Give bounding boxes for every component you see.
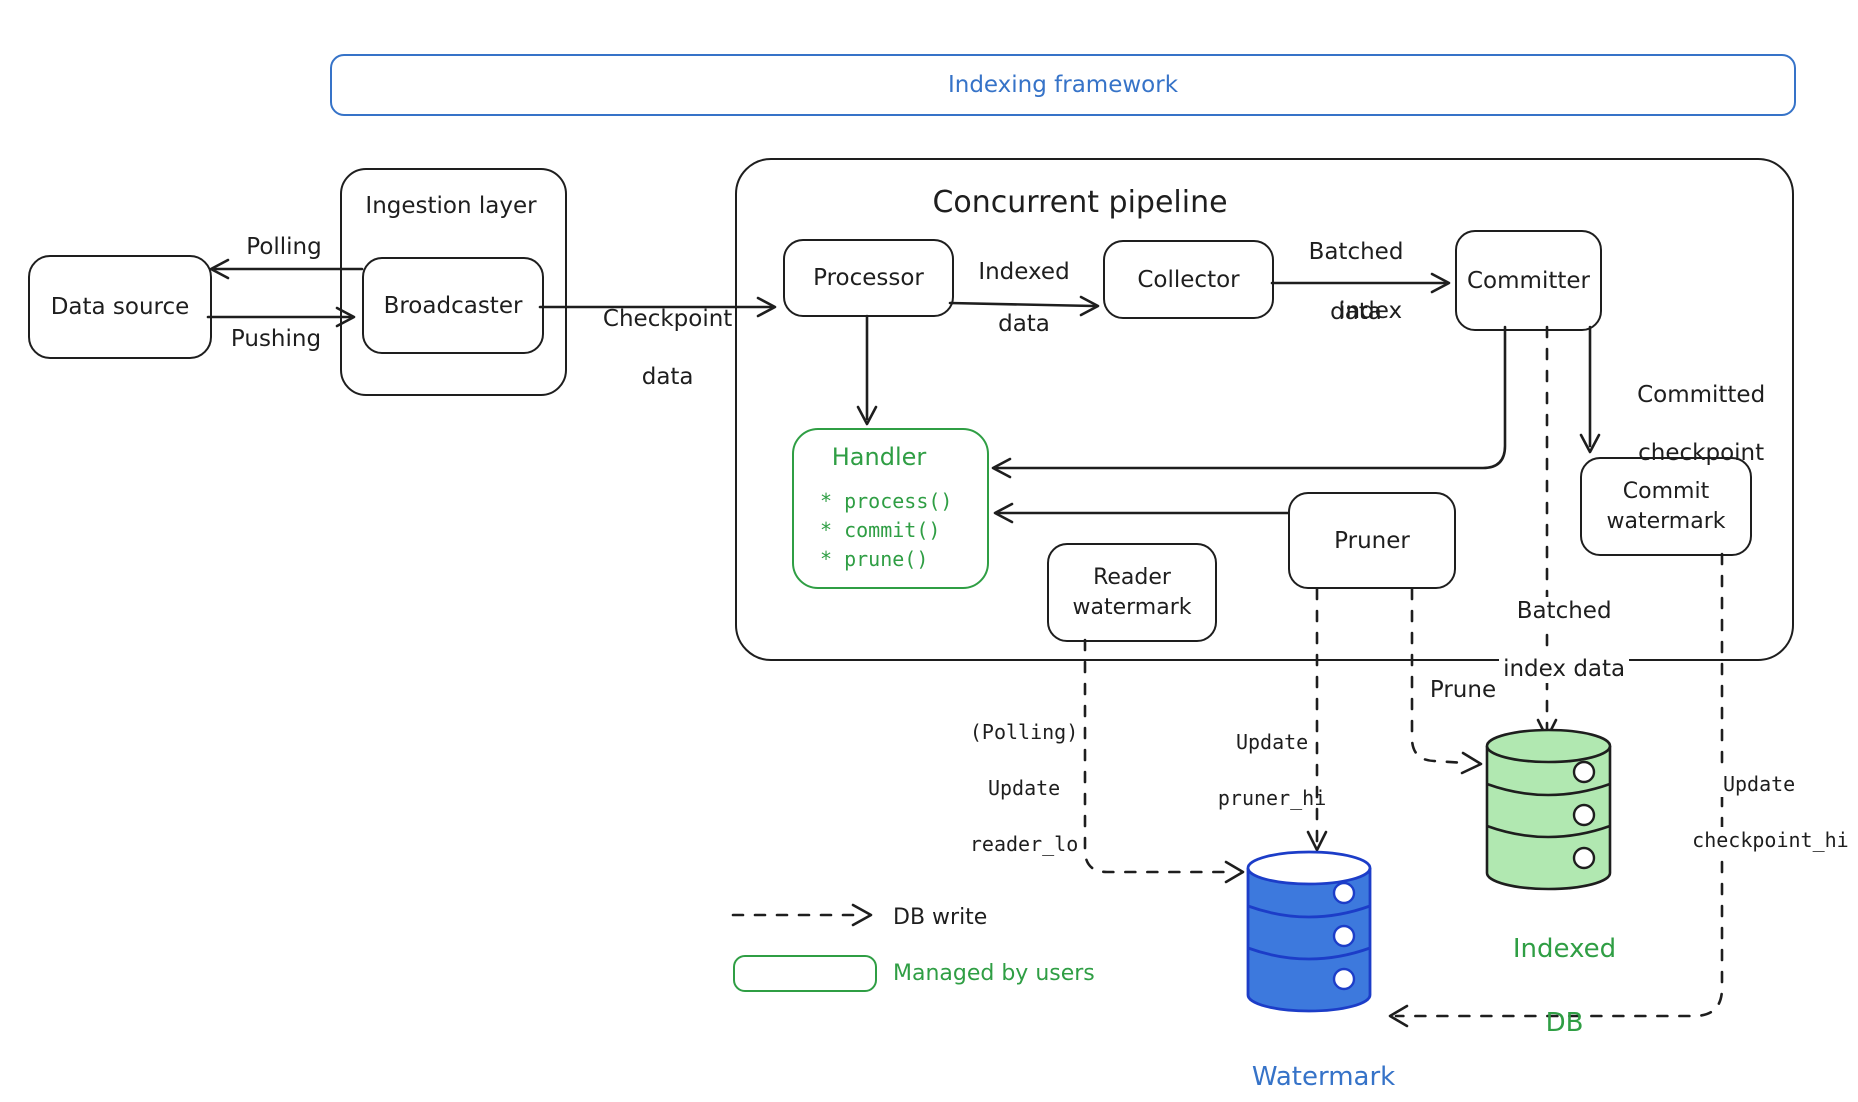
legend-managed-label: Managed by users [893, 961, 1095, 986]
legend-db-write-label: DB write [893, 905, 988, 930]
indexing-framework-banner: Indexing framework [330, 54, 1796, 116]
committer-box: Committer [1455, 230, 1602, 331]
handler-title: Handler [831, 443, 927, 471]
data-source-box: Data source [28, 255, 212, 359]
broadcaster-box: Broadcaster [362, 257, 544, 354]
committer-handler-arrow [995, 325, 1507, 470]
pruner-box: Pruner [1288, 492, 1456, 589]
batched-index-top-label-1: Batched [1308, 239, 1404, 265]
batched-index-bottom-label: Batched index data [1462, 568, 1637, 713]
legend-managed-box [733, 955, 877, 992]
pushing-label: Pushing [230, 326, 322, 352]
polling-update-reader-lo-label: (Polling) Update reader_lo [969, 720, 1079, 856]
handler-method-process: * process() [820, 489, 953, 513]
watermark-db-label: Watermark DB [1251, 1062, 1396, 1092]
collector-label: Collector [1137, 266, 1240, 293]
checkpoint-data-label: Checkpoint data [602, 306, 733, 390]
committer-handler-arrowhead-icon [991, 457, 1012, 479]
banner-title: Indexing framework [947, 72, 1179, 98]
indexed-data-label-1: Indexed [978, 259, 1070, 285]
batched-index-arrowhead-icon [1430, 272, 1451, 294]
indexed-db-icon [1485, 728, 1612, 891]
handler-box [792, 428, 989, 589]
prune-label: Prune [1429, 677, 1497, 703]
ingestion-layer-label: Ingestion layer [365, 193, 537, 219]
indexed-data-arrow [948, 301, 1096, 308]
watermark-db-icon [1246, 850, 1372, 1013]
indexed-data-arrowhead-icon [1079, 295, 1100, 317]
data-source-label: Data source [50, 294, 190, 320]
broadcaster-label: Broadcaster [383, 292, 523, 319]
processor-handler-arrowhead-icon [856, 405, 878, 426]
indexed-db-label: Indexed DB [1512, 934, 1617, 1038]
update-checkpoint-hi-label: Update checkpoint_hi [1640, 742, 1853, 882]
collector-box: Collector [1103, 240, 1274, 319]
handler-method-commit: * commit() [820, 518, 941, 542]
committed-checkpoint-arrowhead-icon [1579, 433, 1601, 454]
processor-box: Processor [783, 239, 954, 317]
reader-lo-write-arrow [1083, 638, 1230, 874]
reader-lo-arrowhead-icon [1224, 860, 1245, 884]
pushing-arrowhead-icon [335, 306, 356, 328]
reader-watermark-label: Reader watermark [1072, 564, 1192, 620]
concurrent-pipeline-label: Concurrent pipeline [932, 185, 1228, 220]
pruner-label: Pruner [1334, 527, 1410, 554]
committed-checkpoint-label: Committed checkpoint [1637, 382, 1766, 466]
ingestion-layer-box [340, 168, 567, 396]
update-pruner-hi-label: Update pruner_hi [1217, 730, 1327, 810]
concurrent-pipeline-box [735, 158, 1794, 661]
committer-label: Committer [1467, 267, 1590, 294]
legend-db-write-arrowhead-icon [851, 903, 873, 927]
processor-label: Processor [813, 265, 924, 291]
checkpoint-arrowhead-icon [756, 296, 777, 318]
pruner-handler-arrowhead-icon [993, 502, 1014, 524]
commit-watermark-label: Commit watermark [1606, 478, 1726, 534]
batched-index-top-label-3: data [1330, 299, 1382, 325]
reader-watermark-box: Reader watermark [1047, 543, 1217, 642]
batched-index-top-label-2: index [1276, 268, 1436, 355]
commit-watermark-box: Commit watermark [1580, 457, 1752, 556]
handler-method-prune: * prune() [820, 547, 929, 571]
indexed-data-label-2: data [998, 311, 1050, 337]
polling-label: Polling [246, 234, 322, 260]
pruner-hi-arrowhead-icon [1306, 830, 1328, 852]
prune-write-arrow [1410, 587, 1468, 765]
polling-arrowhead-icon [209, 258, 230, 280]
prune-arrowhead-icon [1460, 751, 1483, 775]
checkpoint-hi-arrowhead-icon [1388, 1004, 1409, 1028]
